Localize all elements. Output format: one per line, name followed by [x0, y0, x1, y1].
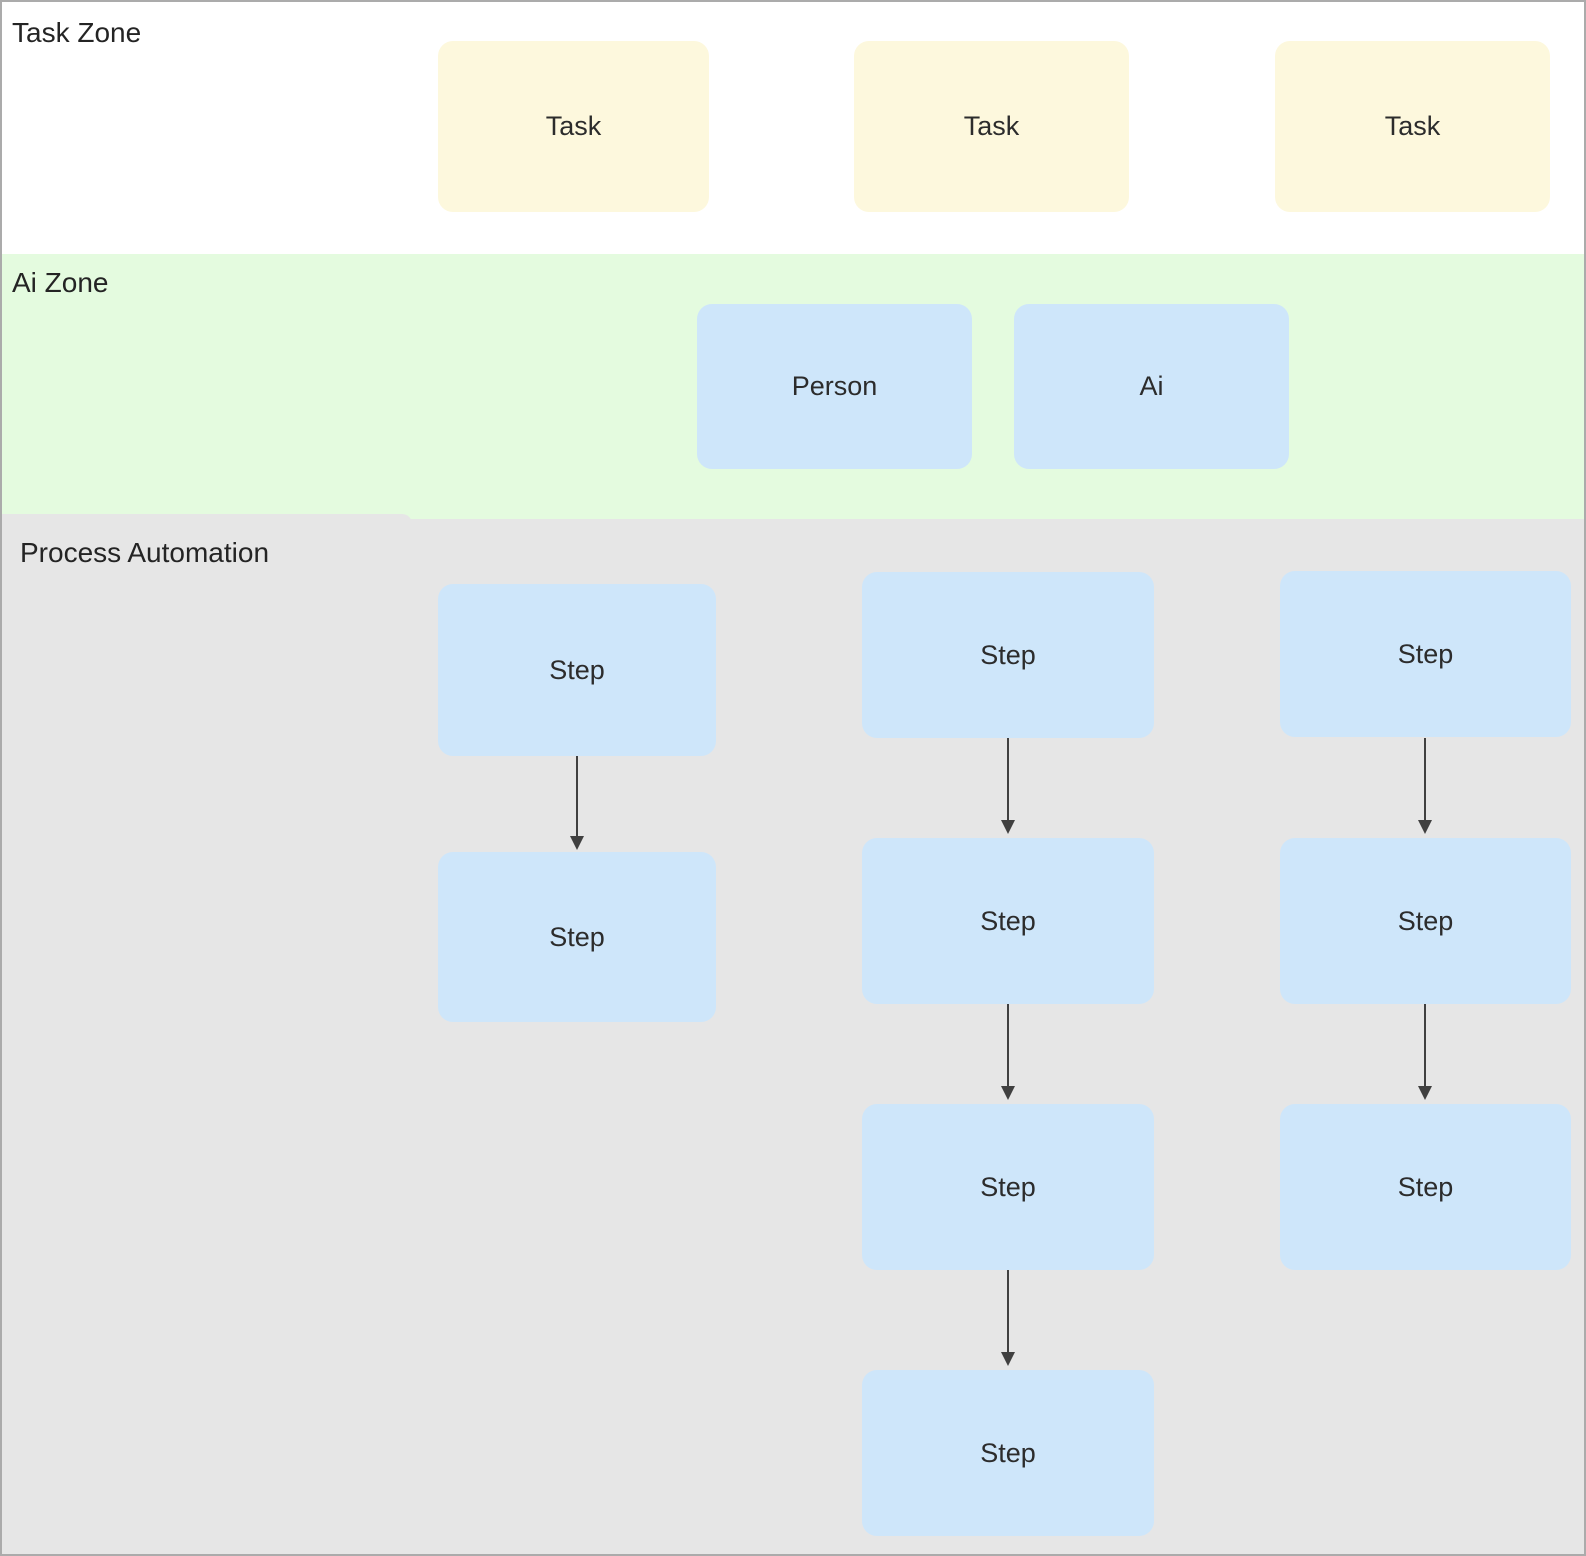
- task-node-2[interactable]: Task: [854, 41, 1129, 212]
- step-node-col3-3[interactable]: Step: [1280, 1104, 1571, 1270]
- step-node-col2-3[interactable]: Step: [862, 1104, 1154, 1270]
- step-node-col1-2[interactable]: Step: [438, 852, 716, 1022]
- arrow-col3-step2-to-step3: [1418, 1004, 1432, 1100]
- person-node[interactable]: Person: [697, 304, 972, 469]
- step-node-col3-1[interactable]: Step: [1280, 571, 1571, 737]
- arrow-col2-step3-to-step4: [1001, 1270, 1015, 1366]
- arrow-col1-step1-to-step2: [570, 756, 584, 850]
- task-node-3[interactable]: Task: [1275, 41, 1550, 212]
- arrow-col2-step1-to-step2: [1001, 738, 1015, 834]
- process-zone-label: Process Automation: [20, 537, 270, 568]
- step-node-col2-4[interactable]: Step: [862, 1370, 1154, 1536]
- ai-node[interactable]: Ai: [1014, 304, 1289, 469]
- step-node-col2-1[interactable]: Step: [862, 572, 1154, 738]
- arrow-col3-step1-to-step2: [1418, 738, 1432, 834]
- step-node-col1-1[interactable]: Step: [438, 584, 716, 756]
- task-node-1[interactable]: Task: [438, 41, 709, 212]
- step-node-col3-2[interactable]: Step: [1280, 838, 1571, 1004]
- task-zone-label: Task Zone: [12, 17, 142, 48]
- ai-zone-label: Ai Zone: [12, 267, 109, 298]
- step-node-col2-2[interactable]: Step: [862, 838, 1154, 1004]
- arrow-col2-step2-to-step3: [1001, 1004, 1015, 1100]
